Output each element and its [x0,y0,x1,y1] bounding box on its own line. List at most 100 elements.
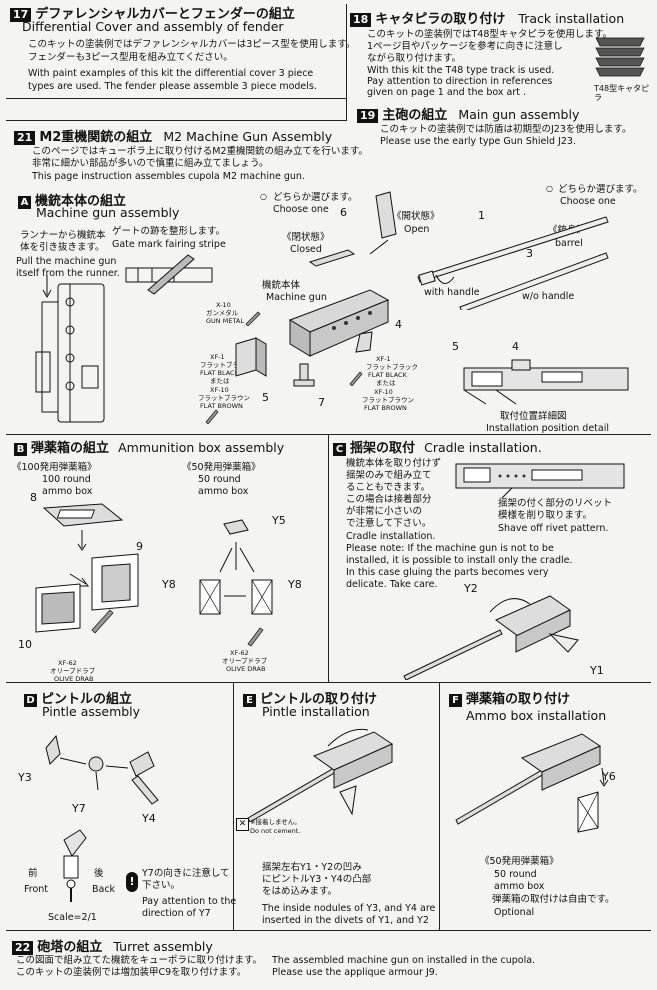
step21-title-jp: M2重機関銃の組立 [39,130,153,145]
part-8-label: 8 [30,491,37,504]
wo-handle-label: w/o handle [522,291,575,302]
xf62b-code: XF-62 [230,649,249,657]
xf1b-code: XF-1 [376,355,391,363]
body-jp: 機銃本体 [262,280,301,291]
choose1-en: Choose one [273,204,329,215]
ammo-box-en2: ammo box [494,881,545,892]
step19-title-en: Main gun assembly [458,107,580,122]
body-en: Machine gun [266,292,327,303]
secC-en1: Cradle installation. [346,531,436,542]
part-y4-label: Y4 [142,812,156,825]
divider [439,682,440,930]
secB-letter: B [14,443,27,456]
step18-jp3: ながら取り付けます。 [367,53,462,64]
secC-jp1: 機銃本体を取り付けず [346,458,442,469]
y7-scale-illustration [63,829,87,902]
y7-note-jp1: Y7の向きに注意して [142,868,230,879]
xf62a-en: OLIVE DRAB [54,675,94,683]
step17-title-en: Differential Cover and assembly of fende… [22,19,284,34]
cover-part-6-illustration [308,191,397,267]
sight-part-4-illustration [355,331,373,353]
xf10a-en: FLAT BROWN [200,402,243,410]
optional-jp: 弾薬箱の取付けは自由です。 [492,894,615,905]
xf62b-jp: オリーブドラブ [222,657,268,665]
gate-jp: ゲートの跡を整形します。 [112,226,226,237]
pintle-installation-illustration [247,728,394,822]
secF-title-en: Ammo box installation [466,708,607,723]
divider [233,682,234,930]
step22-title-jp: 砲塔の組立 [37,940,103,955]
runner-jp1: ランナーから機銃本 [20,230,106,241]
box50-en2: ammo box [198,486,249,497]
nocement-jp: ※接着しません。 [250,818,301,826]
part-y3-label: Y3 [18,771,32,784]
xf1a-jp: フラットブラック [200,361,252,369]
step17-number: 17 [10,8,32,22]
caution-icon: ! [126,872,138,892]
secB-title-jp: 弾薬箱の組立 [31,441,110,456]
ammo-box-100-illustration [35,503,139,633]
secD-header: D ピントルの組立 [24,688,132,707]
secC-letter: C [333,443,346,456]
barrels-illustration [417,216,609,310]
divider [328,434,329,682]
step21-number: 21 [14,131,36,145]
xf1a-en: FLAT BLACK [200,369,239,377]
xf10a-jp: フラットブラウン [198,394,250,402]
part-y8b-label: Y8 [288,578,302,591]
part-6-label: 6 [340,206,347,219]
secA-title-jp: 機銃本体の組立 [35,194,127,209]
secE-jp1: 揺架左右Y1・Y2の凹み [262,862,362,873]
secD-title-jp: ピントルの組立 [41,692,133,707]
ammo-box-50-illustration [199,519,273,615]
secD-title-en: Pintle assembly [42,704,141,719]
step17-en1: With paint examples of this kit the diff… [28,68,314,79]
back-en: Back [92,884,116,895]
step18-number: 18 [350,13,372,27]
secB-title-en: Ammunition box assembly [118,440,285,455]
secC-title-en: Cradle installation. [424,440,542,455]
installation-detail-illustration [463,359,629,405]
xf10b-en: FLAT BROWN [364,404,407,412]
xf62a-code: XF-62 [58,659,77,667]
secB-header: B 弾薬箱の組立 Ammunition box assembly [14,437,284,456]
secC-jp5: が非常に小さいの [346,506,423,517]
part-y1-label: Y1 [590,664,604,677]
x10-jp: ガンメタル [206,309,239,317]
step21-title-en: M2 Machine Gun Assembly [163,129,333,144]
divider [6,120,347,121]
secE-title-en: Pintle installation [262,704,370,719]
pintle-assembly-illustration [45,734,159,805]
xf62a-jp: オリーブドラブ [50,667,96,675]
part-4-detail-label: 4 [512,340,519,353]
with-handle-label: with handle [424,287,480,298]
secC-en4: In this case gluing the parts becomes ve… [346,567,549,578]
secC-jp6: で注意して下さい。 [346,518,432,529]
secC-jp3: ることもできます。 [346,482,431,493]
step22-jp2: このキットの塗装例では増加装甲C9を取り付けます。 [16,967,247,978]
xf10a-code: XF-10 [210,386,229,394]
closed-jp: 《閉状態》 [282,232,330,243]
ammo-box-jp: 《50発用弾薬箱》 [480,856,559,867]
part-7-label: 7 [318,396,325,409]
pin-part-7-illustration [293,363,315,387]
runner-en2: itself from the runner. [16,268,120,279]
step22-en2: Please use the applique armour J9. [272,967,438,978]
gate-en: Gate mark fairing stripe [112,239,226,250]
ammo-box-en1: 50 round [494,869,537,880]
barrel-en: barrel [555,238,583,249]
secE-letter: E [243,694,256,707]
xf1a-code: XF-1 [210,353,225,361]
rivet-en: Shave off rivet pattern. [498,523,609,534]
part-5-label: 5 [262,391,269,404]
divider [6,930,651,931]
step18-jp2: 1ページ目やパッケージを参考に向きに注意し [367,41,563,52]
secE-jp2: にピントルY3・Y4の凸部 [262,874,372,885]
secD-letter: D [24,694,37,707]
secA-letter: A [18,196,31,209]
runner-illustration [35,283,105,423]
secC-en3: installed, it is possible to install onl… [346,555,573,566]
